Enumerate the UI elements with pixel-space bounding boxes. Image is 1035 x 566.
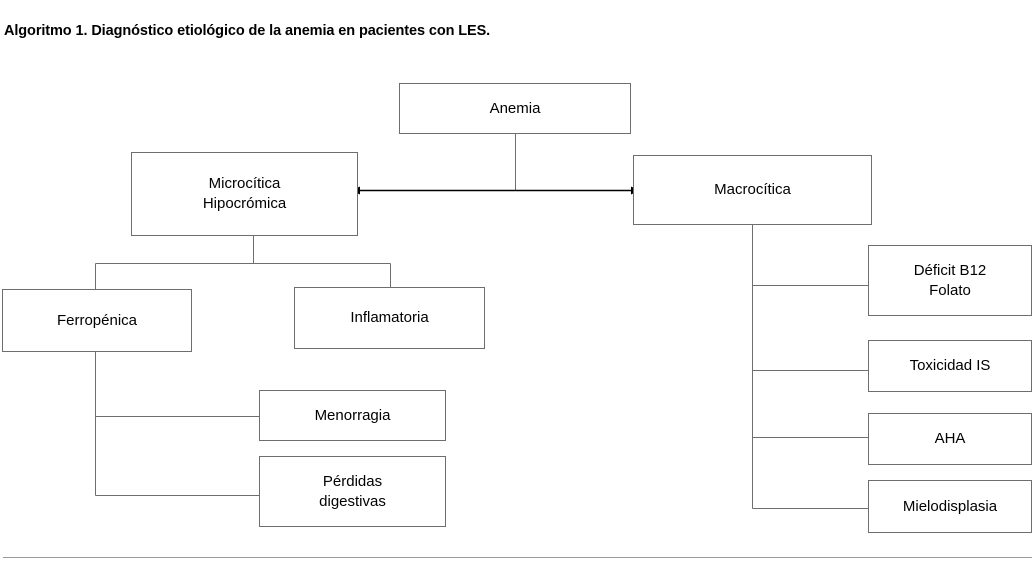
node-menorragia-line-1: Menorragia	[314, 406, 391, 424]
node-toxicidad-is-line-1: Toxicidad IS	[909, 357, 991, 375]
node-perdidas-digestivas-line-1: Pérdidas	[322, 472, 383, 490]
node-deficit-b12-folato[interactable]: Déficit B12 Folato	[868, 245, 1032, 316]
node-aha-line-1: AHA	[934, 430, 966, 448]
node-mielodisplasia-line-1: Mielodisplasia	[902, 497, 998, 515]
footer-divider	[3, 557, 1032, 558]
node-menorragia[interactable]: Menorragia	[259, 390, 446, 441]
node-macrocitica[interactable]: Macrocítica	[633, 155, 872, 225]
node-inflamatoria[interactable]: Inflamatoria	[294, 287, 485, 349]
node-toxicidad-is[interactable]: Toxicidad IS	[868, 340, 1032, 392]
node-perdidas-digestivas[interactable]: Pérdidas digestivas	[259, 456, 446, 527]
node-anemia[interactable]: Anemia	[399, 83, 631, 134]
node-ferropenica[interactable]: Ferropénica	[2, 289, 192, 352]
node-aha[interactable]: AHA	[868, 413, 1032, 465]
node-perdidas-digestivas-line-2: digestivas	[319, 492, 386, 510]
node-microcitica-line-2: Hipocrómica	[202, 195, 287, 212]
node-microcitica-line-1: Microcítica	[208, 175, 281, 193]
node-ferropenica-line-1: Ferropénica	[56, 311, 138, 329]
node-mielodisplasia[interactable]: Mielodisplasia	[868, 480, 1032, 533]
node-macrocitica-line-1: Macrocítica	[714, 181, 791, 199]
page-title: Algoritmo 1. Diagnóstico etiológico de l…	[4, 23, 491, 39]
node-anemia-line-1: Anemia	[489, 99, 541, 117]
node-deficit-b12-line-2: Folato	[929, 281, 971, 299]
node-microcitica-hipocromica[interactable]: Microcítica Hipocrómica	[131, 152, 358, 236]
node-deficit-b12-line-1: Déficit B12	[913, 261, 987, 279]
node-inflamatoria-line-1: Inflamatoria	[350, 309, 429, 327]
